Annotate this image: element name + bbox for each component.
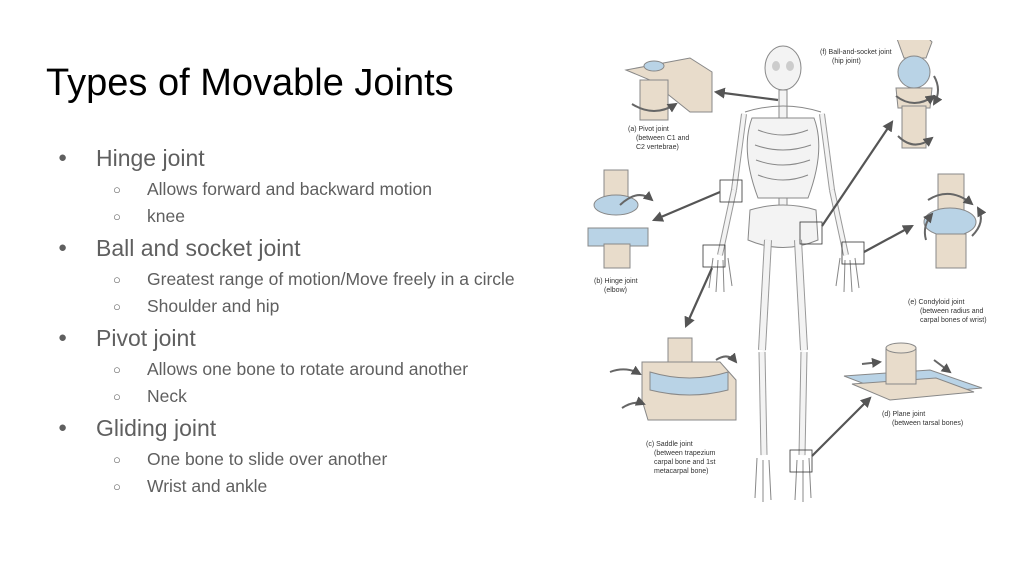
sub-bullet: ○ Allows forward and backward motion	[56, 176, 576, 203]
bullet-marker: ●	[58, 329, 68, 346]
bullet-label: Ball and socket joint	[96, 235, 301, 261]
sub-bullet-marker: ○	[113, 362, 121, 377]
bullet-label: Hinge joint	[96, 145, 205, 171]
hinge-joint-illustration	[587, 169, 654, 269]
bullet-list: ● Hinge joint ○ Allows forward and backwar…	[56, 140, 576, 500]
sub-bullet-text: Wrist and ankle	[147, 476, 268, 496]
condyloid-caption-3: carpal bones of wrist)	[920, 317, 987, 324]
plane-caption-1: (d) Plane joint	[882, 411, 925, 418]
sub-bullet: ○ Allows one bone to rotate around anothe…	[56, 356, 576, 383]
condyloid-joint-illustration	[923, 173, 987, 269]
left-foot	[754, 457, 772, 502]
clavicles	[744, 105, 822, 113]
sub-bullet-text: Allows one bone to rotate around another	[147, 359, 469, 379]
pivot-joint-illustration	[624, 57, 713, 121]
bullet-marker: ●	[58, 149, 68, 166]
condyloid-caption-1: (e) Condyloid joint	[908, 299, 964, 306]
bullet-ball-socket-joint: ● Ball and socket joint	[56, 230, 576, 266]
sub-bullet-text: knee	[147, 206, 185, 226]
ball-caption-1: (f) Ball-and-socket joint	[820, 49, 892, 56]
sub-bullet: ○ One bone to slide over another	[56, 446, 576, 473]
sub-bullet-marker: ○	[113, 299, 121, 314]
sub-bullet-text: Shoulder and hip	[147, 296, 280, 316]
sub-bullet: ○ Wrist and ankle	[56, 473, 576, 500]
ball-caption-2: (hip joint)	[832, 58, 861, 65]
sub-bullet-marker: ○	[113, 272, 121, 287]
sub-bullet-marker: ○	[113, 209, 121, 224]
pivot-caption-3: C2 vertebrae)	[636, 144, 679, 151]
bullet-gliding-joint: ● Gliding joint	[56, 410, 576, 446]
right-hand	[835, 257, 860, 293]
bullet-label: Pivot joint	[96, 325, 196, 351]
skeleton	[708, 45, 860, 502]
ball-socket-joint-illustration	[895, 40, 943, 149]
bullet-label: Gliding joint	[96, 415, 217, 441]
sub-bullet: ○ Neck	[56, 383, 576, 410]
saddle-caption-2: (between trapezium	[654, 450, 716, 457]
sub-bullet-text: Greatest range of motion/Move freely in …	[147, 269, 515, 289]
sub-bullet: ○ Greatest range of motion/Move freely in…	[56, 266, 576, 293]
pivot-caption-2: (between C1 and	[636, 135, 689, 142]
bullet-hinge-joint: ● Hinge joint	[56, 140, 576, 176]
sub-bullet-text: One bone to slide over another	[147, 449, 388, 469]
sub-bullet: ○ Shoulder and hip	[56, 293, 576, 320]
hinge-caption-1: (b) Hinge joint	[594, 278, 638, 285]
bullet-pivot-joint: ● Pivot joint	[56, 320, 576, 356]
plane-caption-2: (between tarsal bones)	[892, 420, 963, 427]
bullet-marker: ●	[58, 419, 68, 436]
skull	[764, 45, 802, 91]
joint-highlight-boxes	[702, 179, 865, 473]
saddle-caption-3: carpal bone and 1st	[654, 459, 716, 466]
sub-bullet-marker: ○	[113, 182, 121, 197]
slide-title: Types of Movable Joints	[46, 62, 454, 104]
ribcage	[746, 117, 820, 199]
pivot-caption-1: (a) Pivot joint	[628, 126, 669, 133]
sub-bullet-text: Neck	[147, 386, 187, 406]
saddle-caption-1: (c) Saddle joint	[646, 441, 693, 448]
saddle-caption-4: metacarpal bone)	[654, 468, 708, 475]
saddle-joint-illustration	[609, 337, 738, 421]
hinge-caption-2: (elbow)	[604, 287, 627, 294]
pelvis	[747, 204, 819, 248]
sub-bullet-marker: ○	[113, 389, 121, 404]
plane-joint-illustration	[843, 342, 983, 401]
left-hand	[708, 257, 733, 293]
sub-bullet: ○ knee	[56, 203, 576, 230]
sub-bullet-text: Allows forward and backward motion	[147, 179, 432, 199]
right-foot	[794, 457, 812, 502]
sub-bullet-marker: ○	[113, 479, 121, 494]
connector-arrows	[651, 87, 914, 457]
condyloid-caption-2: (between radius and	[920, 308, 984, 315]
skeleton-joints-figure: (a) Pivot joint (between C1 and C2 verte…	[587, 40, 987, 502]
bullet-marker: ●	[58, 239, 68, 256]
sub-bullet-marker: ○	[113, 452, 121, 467]
